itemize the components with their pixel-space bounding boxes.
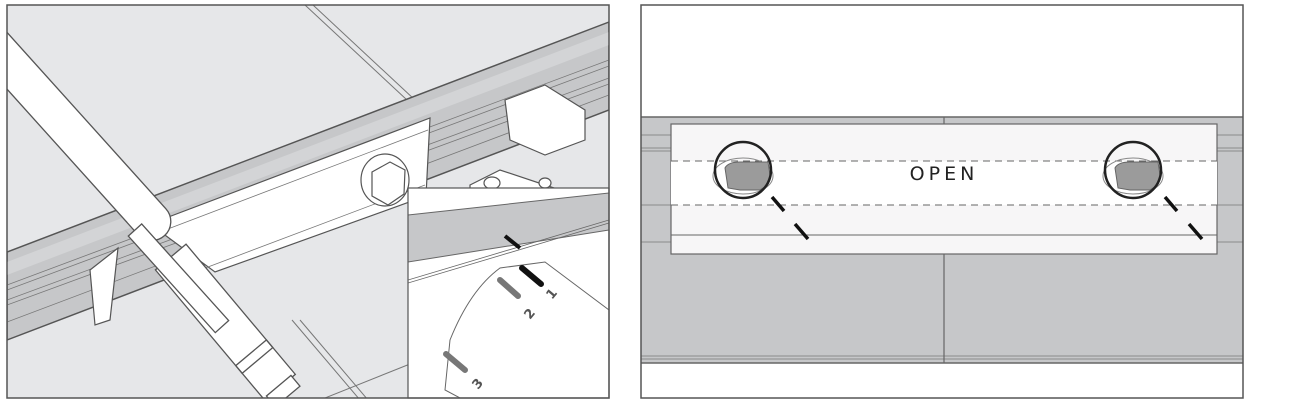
dial (444, 261, 609, 398)
lock-indicator-right (1102, 140, 1204, 241)
dial-mark-1 (519, 265, 544, 287)
rail-bracket (89, 246, 119, 326)
dial-mark-2 (497, 277, 521, 299)
panel-seam (291, 5, 421, 398)
dial-mark-3 (443, 351, 468, 373)
hex-bolt (360, 153, 410, 207)
lock-indicator-left (712, 140, 810, 241)
tool (7, 14, 301, 398)
alignment-mark (503, 234, 522, 250)
right-panel-frame (640, 4, 1244, 399)
dial-inset: 1 2 3 (408, 188, 609, 398)
open-label: OPEN (910, 163, 979, 185)
left-panel-frame (6, 4, 610, 399)
right-panel: OPEN (641, 5, 1243, 398)
